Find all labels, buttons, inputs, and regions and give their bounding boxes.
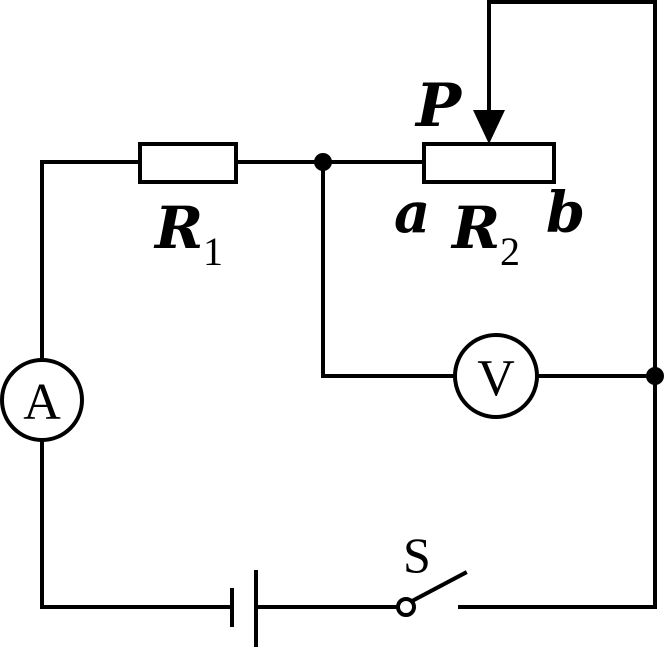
label-terminal-b: b <box>546 180 585 246</box>
resistor-r1 <box>138 142 238 184</box>
wire-right-bottom <box>458 374 657 609</box>
label-r1: R <box>153 194 203 262</box>
ammeter-icon <box>0 358 84 442</box>
switch-blade <box>409 570 468 604</box>
voltmeter-icon <box>453 333 539 419</box>
label-r2-subscript: 2 <box>500 229 520 274</box>
label-ammeter-a: A <box>23 374 61 431</box>
label-r2: R <box>450 194 500 262</box>
wire-slider <box>487 0 657 378</box>
label-slider-p: P <box>414 71 463 141</box>
label-r1-subscript: 1 <box>203 229 223 274</box>
slider-arrow-icon <box>473 110 505 144</box>
switch-pivot-icon <box>396 597 416 617</box>
junction-dot-left <box>314 153 332 171</box>
wire-left-bottom <box>40 438 234 609</box>
label-voltmeter-v: V <box>477 350 515 407</box>
label-switch-s: S <box>403 527 431 583</box>
label-terminal-a: a <box>394 180 430 246</box>
wire-junction-to-voltmeter <box>321 160 457 378</box>
wire-left-top <box>40 160 142 402</box>
junction-dot-right <box>646 367 664 385</box>
rheostat-r2 <box>422 142 556 184</box>
